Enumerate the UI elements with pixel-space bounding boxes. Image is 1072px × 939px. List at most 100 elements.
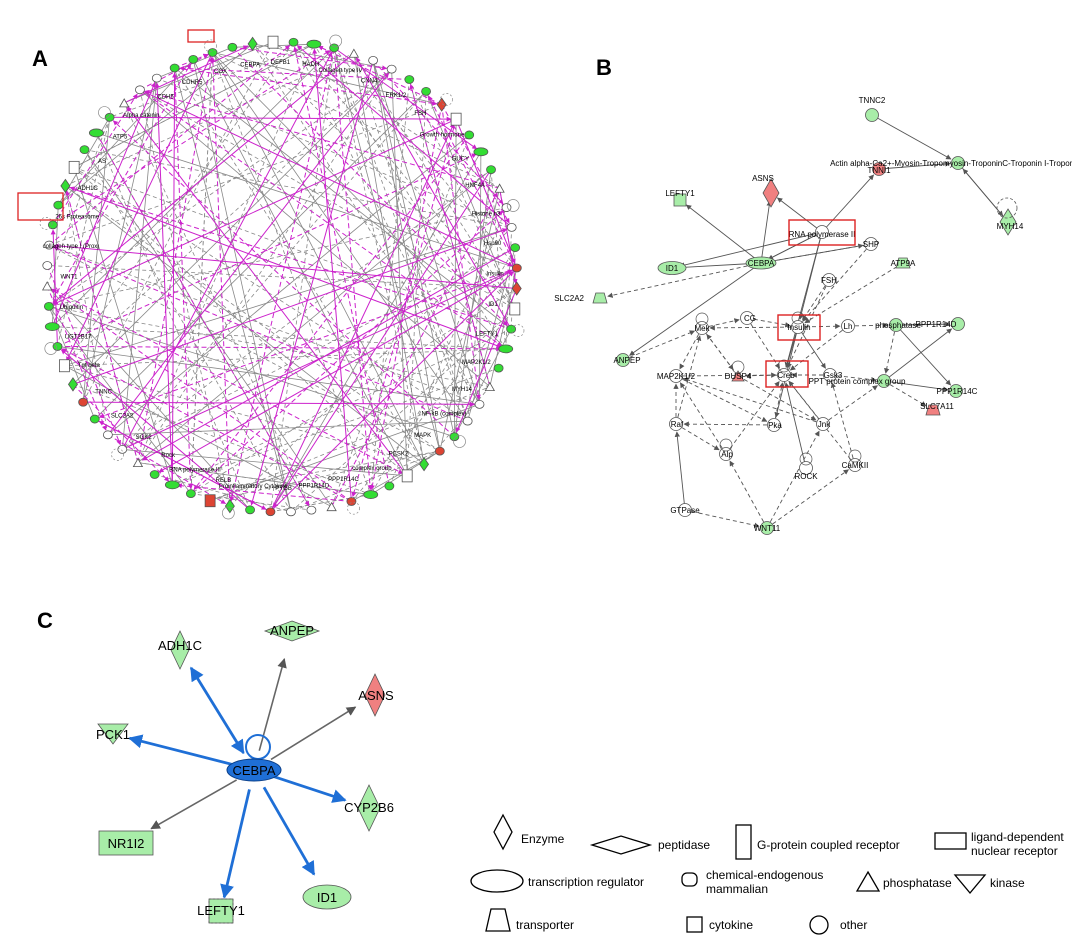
legend-ligand-shape <box>934 832 967 850</box>
panel-c-nodes: CEBPAADH1CANPEPASNSPCK1CYP2B6NR1I2LEFTY1… <box>96 620 394 924</box>
panel-b-label-lh: Lh <box>844 322 853 331</box>
panel-c-letter: C <box>37 608 53 633</box>
panel-a-self-loop <box>440 93 453 106</box>
panel-a-letter: A <box>32 46 48 71</box>
panel-a-magenta-edge <box>455 118 516 264</box>
panel-b-edge <box>675 375 768 422</box>
panel-b-node-mek <box>695 321 709 335</box>
panel-a-gray-edge <box>453 169 492 437</box>
panel-c-node-id1 <box>302 884 352 910</box>
panel-b-edge <box>784 382 807 469</box>
panel-b-edge <box>709 325 799 331</box>
panel-b-edge <box>895 321 951 327</box>
panel-b-edge <box>798 231 823 320</box>
panel-a-magenta-edge <box>126 106 408 477</box>
panel-b-self-loop <box>996 197 1018 219</box>
panel-b-letter: B <box>596 55 612 80</box>
panel-a-self-loop <box>347 501 360 515</box>
legend-transporter: transporter <box>516 918 574 932</box>
panel-a-node <box>188 55 199 64</box>
panel-c-node-nr1i2 <box>98 830 154 856</box>
panel-a-node <box>286 507 296 517</box>
panel-c-edge-nr1i2 <box>150 779 238 830</box>
panel-a-magenta-edge <box>139 89 503 347</box>
panel-b-edge <box>766 430 820 529</box>
panel-c-label-pck1: PCK1 <box>96 727 130 742</box>
panel-c-edges <box>128 658 357 899</box>
panel-a-gray-edge <box>52 326 506 350</box>
panel-a-node <box>288 37 299 47</box>
panel-a-label: collagen type I (Prox) <box>43 244 100 250</box>
panel-b-node-lefty1 <box>673 193 687 207</box>
highlight-rna-polymerase <box>788 219 856 246</box>
panel-a-label: Proinflammatory Cytokine <box>219 484 288 490</box>
panel-a-magenta-edge <box>122 269 513 450</box>
panel-a-self-loop <box>44 342 58 355</box>
panel-a-label: CDHR5 <box>182 80 203 86</box>
panel-a-label: Hsp90 <box>484 241 502 247</box>
panel-b-node-myh14 <box>999 208 1017 236</box>
panel-a-gray-edge <box>372 60 441 452</box>
panel-b-edge <box>684 509 760 528</box>
panel-b-edge <box>830 382 856 466</box>
panel-b-label-shp: SHP <box>863 240 879 249</box>
panel-c-edge-adh1c <box>189 666 245 755</box>
panel-b-node-ppp1r14c <box>949 384 963 398</box>
panel-b-label-camkii: CaMKII <box>842 461 869 470</box>
panel-a-node <box>224 498 235 514</box>
legend-enzyme: Enzyme <box>521 832 565 846</box>
panel-b-node-jnk <box>816 417 830 431</box>
panel-a-gray-edge <box>73 167 468 422</box>
legend-transporter-shape <box>485 908 511 932</box>
panel-a-gray-edge <box>425 91 516 310</box>
panel-a-magenta-edge <box>174 67 438 106</box>
panel-b-edge <box>787 279 830 369</box>
panel-a-gray-edge <box>72 68 392 385</box>
panel-a-node <box>89 414 100 424</box>
panel-a-gray-edge <box>272 41 500 189</box>
panel-c-label-anpep: ANPEP <box>270 623 314 638</box>
panel-a-gray-edge <box>174 67 512 330</box>
panel-b-edge <box>683 421 775 427</box>
panel-a-node <box>67 377 78 392</box>
panel-a-magenta-edge <box>333 47 373 491</box>
legend: Enzyme peptidase G-protein coupled recep… <box>470 813 1064 935</box>
panel-a-gray-edge <box>270 151 482 512</box>
panel-b-node-asns <box>762 178 780 208</box>
panel-b-edge <box>797 323 841 329</box>
panel-c-node-pck1 <box>97 723 129 745</box>
panel-a-node <box>78 397 89 407</box>
panel-c-network: CEBPAADH1CANPEPASNSPCK1CYP2B6NR1I2LEFTY1… <box>96 620 394 924</box>
panel-a-self-loop <box>511 324 525 338</box>
panel-a-gray-edge <box>293 42 480 405</box>
panel-a-magenta-edge <box>193 134 470 491</box>
panel-b-node-fsh <box>822 273 836 287</box>
panel-a-gray-edge <box>64 68 392 367</box>
panel-b-node-tnnc2 <box>865 108 879 122</box>
panel-b-edge <box>766 469 849 529</box>
panel-a-gray-edge <box>48 306 490 388</box>
panel-a-magenta-edge <box>61 348 352 502</box>
panel-a-magenta-edge <box>190 210 504 494</box>
panel-a-gray-edge <box>351 308 516 502</box>
panel-c-self-loop <box>245 734 271 760</box>
panel-a-magenta-edge <box>57 345 502 352</box>
panel-a-gray-edge <box>156 77 512 228</box>
panel-a-magenta-edge <box>46 265 122 446</box>
panel-b-edge <box>729 460 768 529</box>
panel-a-node <box>79 145 90 155</box>
panel-a-label: complex group <box>352 466 392 472</box>
panel-b-label-dusp4: DUSP4 <box>725 372 752 381</box>
panel-a-node <box>267 35 279 49</box>
panel-a-node <box>169 63 180 73</box>
panel-a-magenta-edge <box>52 50 331 226</box>
panel-a-gray-edge <box>290 450 440 513</box>
panel-a-gray-edge <box>57 346 480 405</box>
panel-b-self-loop <box>777 359 791 373</box>
panel-b-label-rock: ROCK <box>794 472 818 481</box>
panel-b-edges <box>607 114 1009 529</box>
panel-a-node <box>53 200 64 210</box>
panel-b-edge <box>773 382 785 426</box>
panel-a-magenta-edge <box>355 57 512 330</box>
panel-c-edge-asns <box>270 706 357 761</box>
